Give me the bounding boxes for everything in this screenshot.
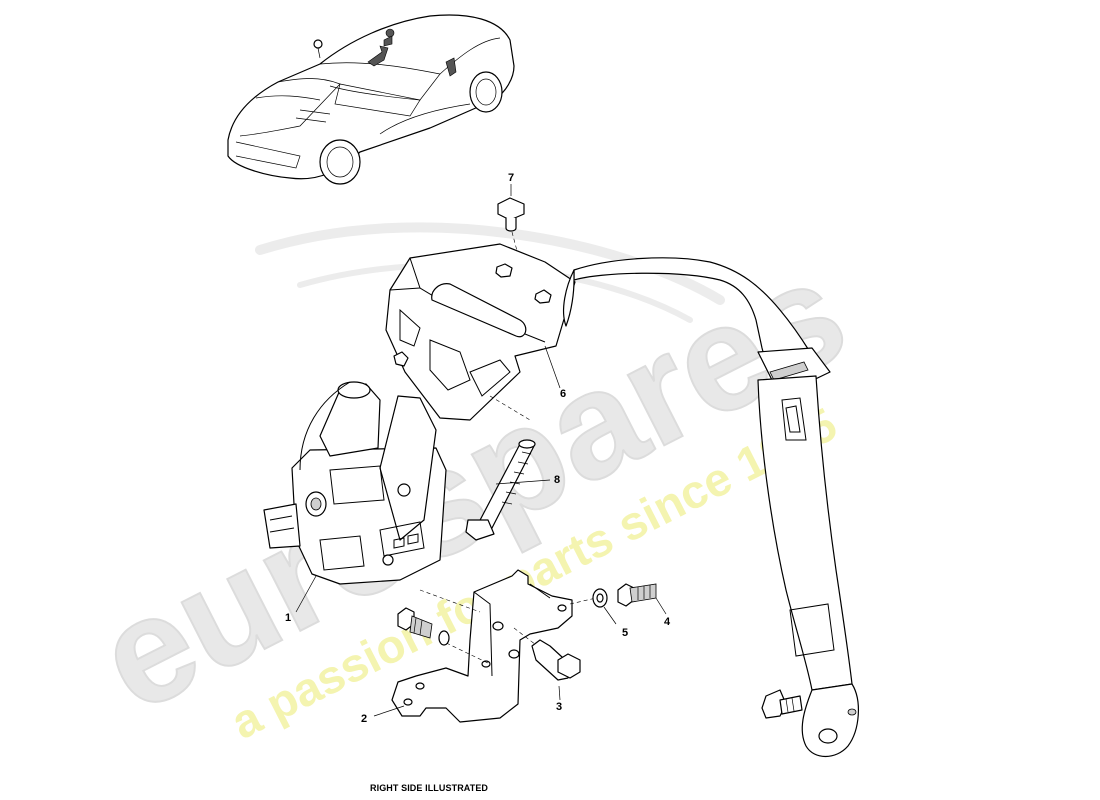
callout-8: 8	[554, 474, 560, 486]
hex-bolt	[531, 639, 581, 701]
callout-7: 7	[508, 172, 514, 184]
callout-3: 3	[556, 701, 562, 713]
car-thumbnail	[227, 14, 515, 185]
callout-5: 5	[622, 627, 628, 639]
leader-lines	[510, 184, 561, 389]
callout-6: 6	[560, 388, 566, 400]
callout-2: 2	[361, 713, 367, 725]
lower-bracket	[373, 569, 597, 723]
mounting-housing	[385, 243, 576, 421]
bracket-side-bolt	[397, 607, 450, 646]
seat-belt-webbing	[562, 257, 859, 758]
callouts: 1 2 3 4 5 6 7 8	[285, 172, 671, 725]
short-bolt	[617, 583, 667, 615]
retractor-motor-assembly	[263, 381, 447, 613]
anchor-bolt	[761, 689, 803, 719]
long-bolt	[465, 439, 551, 541]
illustration-caption: RIGHT SIDE ILLUSTRATED	[370, 783, 489, 793]
bolt-top	[497, 197, 525, 263]
callout-4: 4	[664, 616, 671, 628]
washer	[592, 588, 617, 625]
callout-1: 1	[285, 612, 291, 624]
location-marker	[367, 28, 395, 67]
